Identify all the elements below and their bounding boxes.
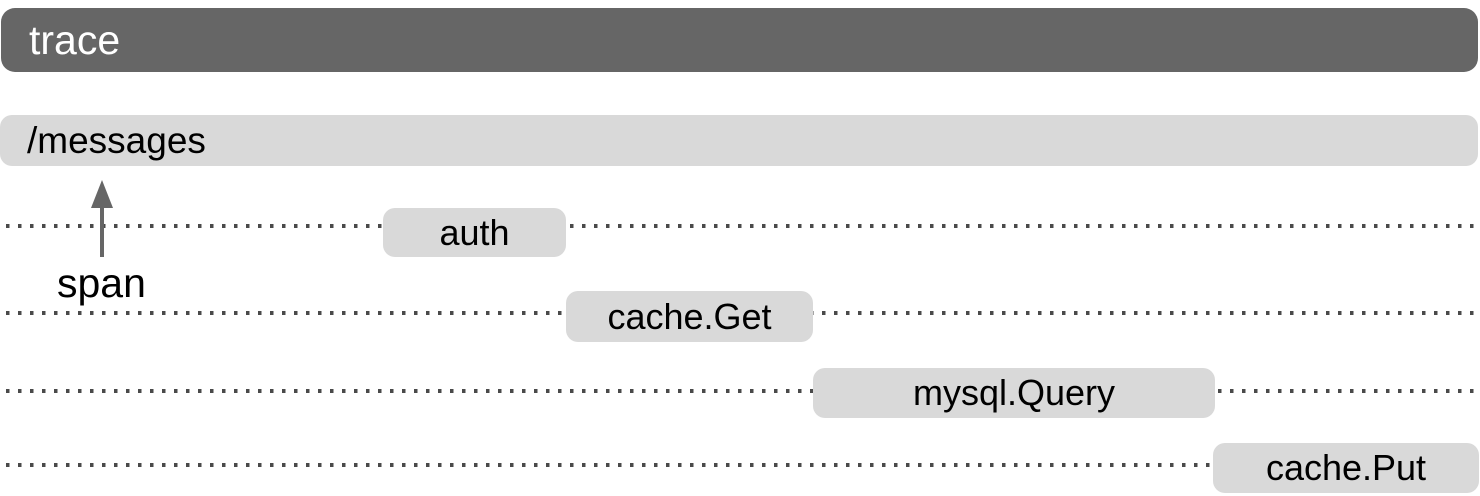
- timeline-row-4: [6, 463, 1480, 467]
- span-label: cache.Get: [607, 295, 772, 337]
- trace-bar: trace: [1, 8, 1478, 72]
- trace-bar-label: trace: [29, 17, 121, 63]
- span-box-cache-get: cache.Get: [566, 291, 813, 342]
- span-label: auth: [439, 211, 510, 253]
- span-box-mysql-query: mysql.Query: [813, 368, 1215, 418]
- span-box-auth: auth: [383, 208, 566, 257]
- root-span-label: /messages: [27, 120, 206, 161]
- root-span-bar: /messages: [0, 115, 1478, 166]
- span-label: mysql.Query: [912, 372, 1116, 413]
- span-annotation-label: span: [57, 260, 146, 306]
- span-box-cache-put: cache.Put: [1213, 443, 1479, 493]
- span-label: cache.Put: [1265, 447, 1427, 488]
- arrow-up-icon: [100, 203, 104, 257]
- timeline-row-1: [6, 224, 1480, 228]
- timeline-row-3: [6, 389, 1480, 393]
- arrow-up-head-icon: [91, 180, 113, 208]
